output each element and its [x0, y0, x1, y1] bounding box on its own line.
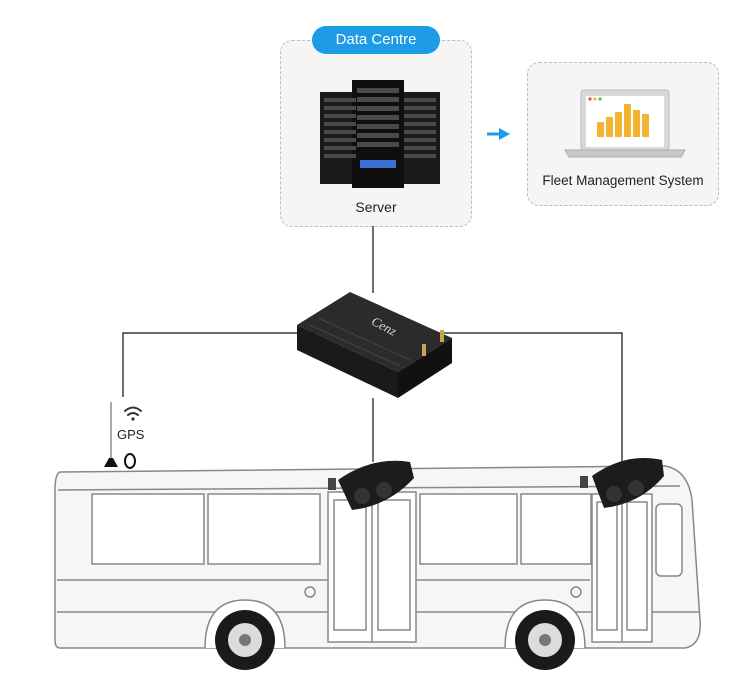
wifi-icon [124, 406, 142, 421]
bus-wheels [215, 610, 575, 670]
server-rack-icon [320, 80, 440, 188]
gps-label: GPS [117, 427, 145, 442]
data-centre-label: Data Centre [312, 26, 440, 54]
dome-camera-icon [328, 460, 414, 510]
laptop-chart-icon [564, 89, 686, 158]
connection-lines [122, 226, 623, 462]
fleet-management-label: Fleet Management System [542, 173, 704, 188]
mobile-dvr-icon: Cenz [297, 292, 452, 398]
gps-antenna-icon [104, 402, 136, 469]
arrow-right-icon [487, 128, 510, 140]
dome-camera-icon [580, 458, 664, 508]
server-label: Server [355, 199, 397, 215]
